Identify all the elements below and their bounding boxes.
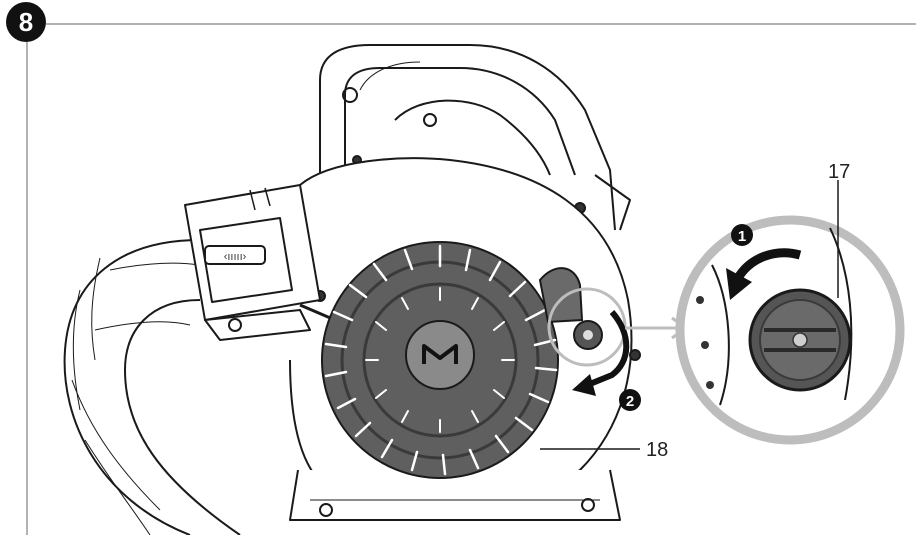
rotate-arrow-icon [572,310,630,396]
step-badge: 8 [6,2,46,42]
step-number: 8 [19,7,33,37]
action-marker-2-label: 2 [626,393,634,410]
action-marker-1-label: 1 [738,228,746,245]
hose [63,239,241,535]
fan-grille [321,241,559,479]
cap-detail [538,267,627,367]
zoom-detail [675,215,905,445]
callout-18: 18 [646,439,668,461]
svg-text:‹ııııı›: ‹ııııı› [224,251,247,263]
step-badge-icon [6,2,46,42]
logo-mark-icon [422,344,458,364]
callout-17: 17 [828,161,850,183]
action-marker-2: 2 [619,389,641,411]
action-marker-1: 1 [731,224,753,246]
